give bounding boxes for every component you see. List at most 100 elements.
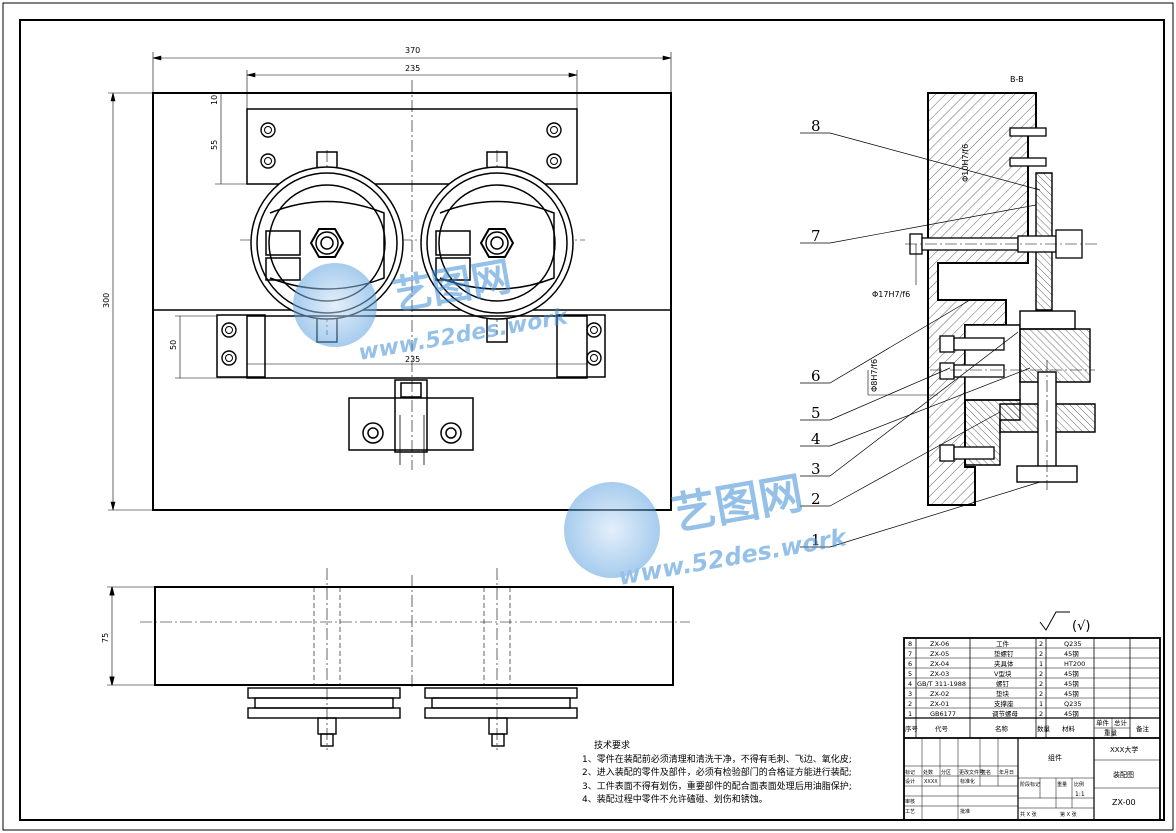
svg-text:垫块: 垫块 (996, 689, 1010, 698)
svg-text:1: 1 (908, 710, 912, 718)
svg-text:签名: 签名 (981, 769, 991, 776)
svg-text:工件: 工件 (996, 639, 1010, 648)
dim-top-height: 55 (210, 140, 219, 150)
svg-text:45钢: 45钢 (1064, 680, 1079, 688)
balloon-2: 2 (811, 490, 821, 508)
school-name: XXX大学 (1110, 745, 1138, 754)
svg-text:比例: 比例 (1074, 781, 1084, 788)
section-mark: B-B (1010, 75, 1024, 84)
dim-overall-width: 370 (405, 46, 420, 55)
svg-text:艺图网: 艺图网 (668, 468, 807, 541)
balloon-8: 8 (811, 117, 821, 135)
svg-text:批准: 批准 (960, 808, 970, 815)
table-row: 5 ZX-03 V型块 2 45钢 (908, 669, 1079, 678)
balloon-5: 5 (811, 404, 821, 422)
fit-vertical: Φ10H7/f6 (961, 144, 970, 182)
lower-vblock-bar (246, 315, 588, 379)
svg-text:GB6177: GB6177 (930, 710, 956, 718)
svg-text:45钢: 45钢 (1064, 690, 1079, 698)
dim-bottom-width: 235 (405, 355, 420, 364)
svg-text:ZX-02: ZX-02 (930, 690, 949, 698)
svg-text:45钢: 45钢 (1064, 650, 1079, 658)
dim-side-height: 75 (101, 633, 110, 643)
bom-table (903, 637, 1161, 821)
svg-text:GB/T 311-1988: GB/T 311-1988 (917, 680, 966, 688)
svg-text:螺钉: 螺钉 (996, 679, 1010, 688)
balloon-1: 1 (811, 531, 821, 549)
svg-text:标记: 标记 (905, 769, 915, 776)
svg-text:共 X 张: 共 X 张 (1020, 811, 1037, 818)
svg-text:支撑座: 支撑座 (994, 699, 1014, 708)
svg-text:阶段标记: 阶段标记 (1020, 781, 1040, 788)
svg-text:ZX-03: ZX-03 (930, 670, 949, 678)
surface-finish-symbol (1039, 611, 1070, 631)
balloon-7: 7 (811, 227, 821, 245)
bottom-clamp-block (348, 379, 474, 465)
fit-lower: Φ8H7/f6 (870, 359, 879, 392)
svg-text:XXXX: XXXX (924, 779, 938, 785)
svg-text:第 X 张: 第 X 张 (1060, 811, 1077, 818)
tech-item: 4、装配过程中零件不允许磕碰、划伤和锈蚀。 (582, 795, 768, 806)
svg-text:设计: 设计 (905, 778, 915, 785)
svg-text:夹具体: 夹具体 (994, 659, 1014, 668)
svg-text:重量: 重量 (1057, 781, 1067, 788)
svg-text:ZX-06: ZX-06 (930, 640, 949, 648)
dim-top-offset: 10 (210, 95, 219, 105)
svg-text:HT200: HT200 (1064, 660, 1085, 668)
svg-text:V型块: V型块 (994, 669, 1012, 678)
side-bolts (909, 127, 1083, 462)
svg-text:2: 2 (1039, 670, 1043, 678)
top-view (107, 568, 690, 750)
lower-bar-bolts (221, 322, 602, 366)
title-block: 组件 XXX大学 装配图 ZX-00 1:1 阶段标记 重量 比例 共 X 张 … (905, 745, 1138, 818)
dim-top-width: 235 (405, 64, 420, 73)
part-balloon-leaders (800, 132, 1041, 548)
scale-value: 1:1 (1075, 791, 1085, 798)
svg-text:标准化: 标准化 (960, 778, 975, 785)
svg-text:ZX-01: ZX-01 (930, 700, 949, 708)
svg-text:5: 5 (908, 670, 912, 678)
svg-text:更改文件号: 更改文件号 (959, 769, 984, 776)
side-section-view (867, 92, 1100, 506)
svg-text:审核: 审核 (905, 798, 915, 805)
svg-text:调节螺母: 调节螺母 (992, 709, 1019, 718)
drawing-name: 装配图 (1113, 770, 1134, 779)
svg-text:Q235: Q235 (1064, 700, 1082, 708)
svg-text:2: 2 (1039, 680, 1043, 688)
svg-text:3: 3 (908, 690, 912, 698)
tech-item: 3、工件表面不得有划伤，重要部件的配合面表面处理后用油脂保护; (582, 781, 852, 792)
inner-border (19, 19, 1165, 821)
bom-header: 序号 代号 名称 数量 材料 单件 总计 重量 备注 (905, 718, 1150, 737)
svg-text:45钢: 45钢 (1064, 670, 1079, 678)
part-name: 组件 (1048, 753, 1062, 762)
front-dimensions (108, 52, 672, 511)
svg-text:年月日: 年月日 (999, 769, 1014, 776)
svg-text:Q235: Q235 (1064, 640, 1082, 648)
dim-lower-height: 50 (169, 340, 178, 350)
balloon-3: 3 (811, 460, 821, 478)
drawing-number: ZX-00 (1112, 798, 1136, 807)
svg-text:2: 2 (1039, 650, 1043, 658)
svg-text:工艺: 工艺 (905, 809, 915, 815)
front-view: 370 235 235 10 55 50 300 (102, 46, 672, 511)
svg-text:2: 2 (1039, 710, 1043, 718)
svg-text:1: 1 (1039, 660, 1043, 668)
svg-text:单件: 单件 (1096, 718, 1110, 727)
svg-text:材料: 材料 (1062, 724, 1076, 733)
base-plate (152, 92, 672, 511)
surface-finish-text: (√) (1072, 619, 1090, 634)
technical-requirements: 技术要求 1、零件在装配前必须清理和清洗干净，不得有毛刺、飞边、氧化皮; 2、进… (582, 740, 902, 808)
svg-text:名称: 名称 (995, 724, 1009, 733)
svg-text:备注: 备注 (1136, 724, 1150, 733)
right-workpiece (420, 151, 574, 343)
fit-upper: Φ17H7/f6 (872, 290, 910, 299)
